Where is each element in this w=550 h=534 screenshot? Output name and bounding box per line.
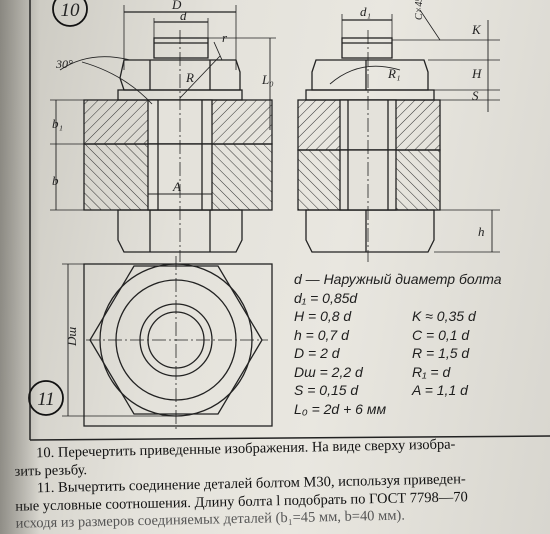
figure-11-marker: 11 [28, 380, 64, 416]
dim-label-h: h [478, 224, 485, 239]
formula-list: d — Наружный диаметр болта d₁ = 0,85d H … [290, 270, 540, 418]
svg-text:10: 10 [61, 0, 81, 21]
formula-L0: L₀ = 2d + 6 мм [294, 400, 387, 417]
dim-label-chamfer: C×45° [414, 0, 425, 20]
formula-D: D = 2 d [294, 345, 340, 361]
svg-text:11: 11 [37, 389, 55, 410]
dim-label-d: d [180, 8, 187, 23]
formula-H: H = 0,8 d [294, 308, 352, 324]
left-front-view [50, 5, 276, 262]
dim-label-A: A [172, 179, 181, 194]
frame-bottom-line [29, 435, 550, 441]
right-front-view [297, 9, 500, 262]
formula-h: h = 0,7 d [294, 326, 349, 343]
dim-label-b1: b₁ [52, 116, 63, 131]
dim-label-b: b [52, 173, 59, 188]
dim-label-d1: d₁ [360, 4, 371, 19]
figure-10-marker: 10 [52, 0, 88, 27]
dim-label-angle: 30° [55, 57, 73, 71]
dim-label-H: H [471, 66, 482, 81]
formula-A: A = 1,1 d [412, 382, 468, 398]
dim-label-K: K [471, 22, 482, 37]
formula-C: C = 0,1 d [412, 326, 470, 343]
formula-R1: R₁ = d [412, 363, 451, 380]
dim-label-D: D [171, 0, 182, 12]
formula-title: d — Наружный диаметр болта [294, 271, 502, 287]
dim-label-Dsh: Dш [64, 327, 79, 347]
dim-label-R: R [185, 70, 194, 85]
dim-label-R1: R₁ [387, 66, 400, 81]
task-text: 10. Перечертить приведенные изображения.… [0, 434, 550, 533]
formula-R: R = 1,5 d [412, 345, 470, 361]
dim-label-S: S [472, 88, 479, 103]
top-view [62, 256, 273, 430]
dim-label-r: r [222, 30, 228, 45]
formula-Dsh: Dш = 2,2 d [294, 363, 363, 380]
dim-label-L0: L₀ [261, 72, 274, 87]
formula-d1: d₁ = 0,85d [294, 289, 358, 306]
formula-S: S = 0,15 d [294, 382, 359, 398]
formula-K: K ≈ 0,35 d [412, 308, 476, 324]
